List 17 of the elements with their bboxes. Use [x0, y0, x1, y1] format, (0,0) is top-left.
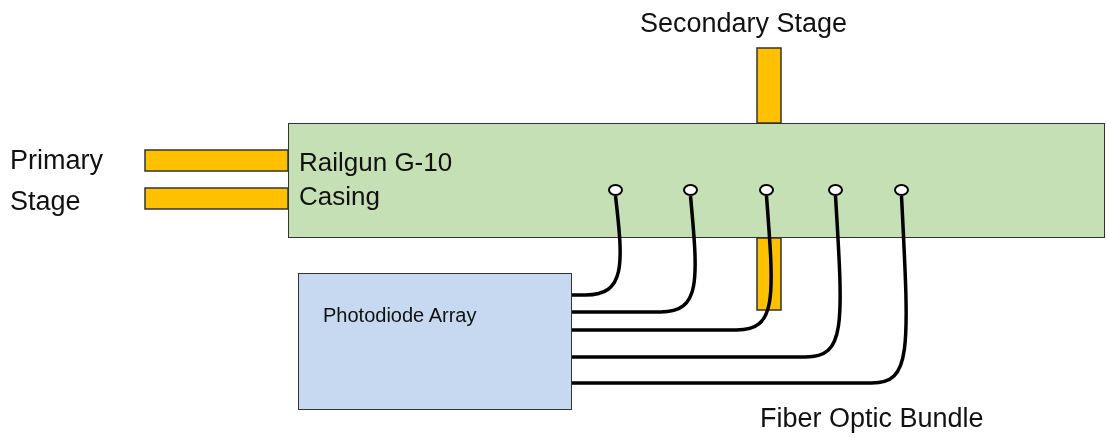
- casing-label: Railgun G-10 Casing: [299, 146, 454, 213]
- photodiode-array-box: [298, 273, 572, 410]
- fiber-port: [683, 184, 698, 196]
- stage-label: Secondary Stage: [640, 7, 849, 40]
- fiber-port: [894, 184, 909, 196]
- optical-fiber: [572, 195, 622, 297]
- casing-box: [288, 123, 1105, 238]
- array-label: Photodiode Array: [323, 303, 478, 328]
- bundle-label: Fiber Optic Bundle: [760, 402, 985, 435]
- stage-label: Primary Stage: [10, 144, 104, 218]
- fiber-port: [759, 184, 774, 196]
- optical-fiber: [572, 195, 773, 332]
- optical-fiber: [572, 195, 697, 314]
- fiber-port: [828, 184, 843, 196]
- fiber-port: [608, 184, 623, 196]
- optical-fiber: [572, 195, 842, 359]
- optical-fiber: [572, 195, 908, 385]
